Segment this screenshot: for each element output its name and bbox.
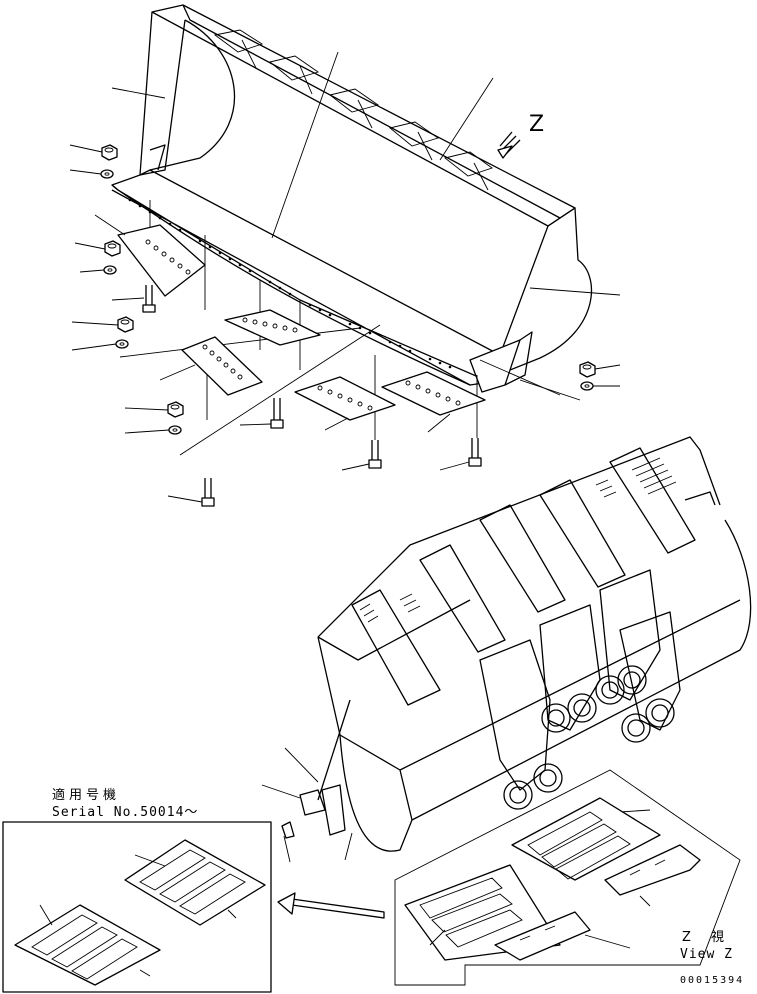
nut [104,240,121,257]
serial-title: 適用号機 [52,788,121,803]
view-caption-jp: Z 視 [682,930,733,945]
lower-bucket [261,436,752,863]
hinge-bracket [595,569,661,705]
bolt [201,478,215,507]
nut [117,316,134,333]
hinge-bracket [539,604,601,733]
view-caption-en: View Z [680,947,733,962]
washer [103,265,117,275]
nut [101,144,118,161]
view-arrow-z [497,131,521,159]
washer [100,169,114,179]
hinge-bracket [479,639,563,810]
washer [168,425,182,435]
bolt [468,438,482,467]
bolt [142,285,156,313]
washer [580,381,594,391]
hardware [69,144,621,507]
serial-number: Serial No.50014～ [52,805,199,820]
nut [579,361,596,378]
serial-inset [2,821,272,993]
drawing-number: 00015394 [680,975,745,986]
view-marker-z: Z [529,112,545,137]
nut [167,401,184,418]
bolt [368,440,382,469]
washer [115,339,129,349]
hinge-bracket [619,611,681,743]
bottom-wear-plates [277,769,741,986]
upper-bucket [111,4,621,396]
segment-plates [94,214,486,433]
bolt [270,398,284,429]
